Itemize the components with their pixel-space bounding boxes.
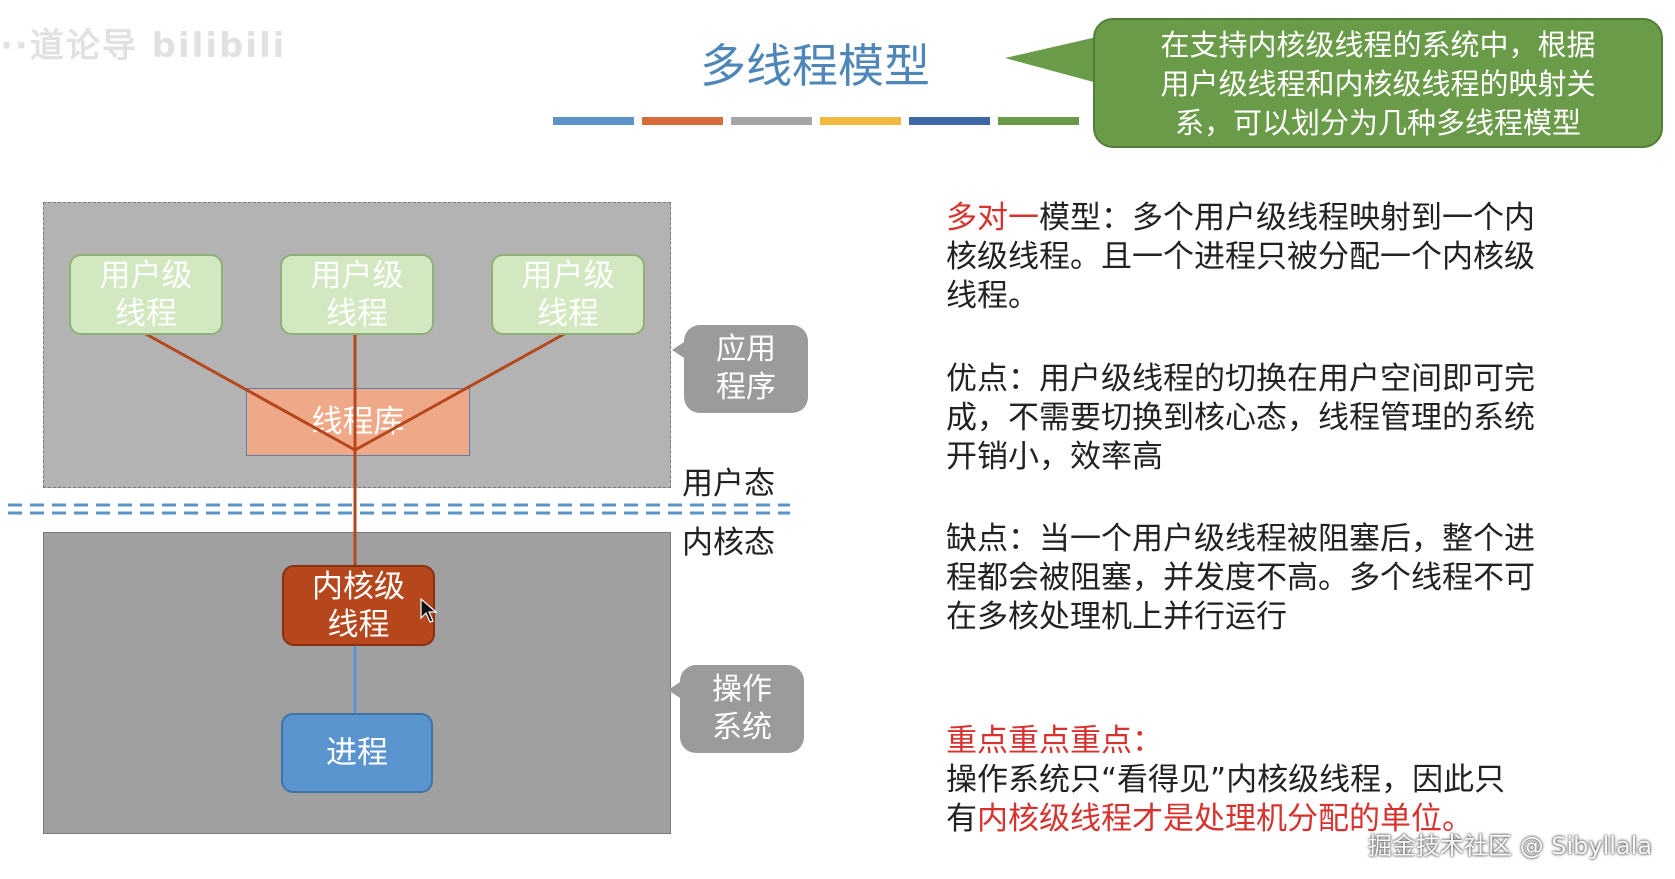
user-thread-label: 用户级 — [521, 257, 615, 294]
text-line: 在多核处理机上并行运行 — [946, 599, 1287, 635]
stripe-segment — [820, 117, 901, 125]
process-box: 进程 — [281, 713, 433, 793]
thread-library-box: 线程库 — [246, 388, 470, 456]
text-line: 缺点：当一个用户级线程被阻塞后，整个进 — [946, 521, 1535, 557]
tag-label: 应用 — [716, 332, 776, 367]
stripe-segment — [642, 117, 723, 125]
application-tag: 应用 程序 — [684, 325, 808, 413]
user-thread-label: 线程 — [326, 295, 388, 332]
key-point-paragraph: 重点重点重点： 操作系统只“看得见”内核级线程，因此只 有内核级线程才是处理机分… — [946, 722, 1596, 839]
user-thread-label: 用户级 — [310, 257, 404, 294]
stripe-segment — [731, 117, 812, 125]
pros-paragraph: 优点：用户级线程的切换在用户空间即可完 成，不需要切换到核心态，线程管理的系统 … — [946, 360, 1596, 477]
tag-label: 程序 — [716, 370, 776, 405]
stripe-segment — [553, 117, 634, 125]
user-thread-1: 用户级 线程 — [69, 254, 223, 335]
watermark-left: ··道论导 bilibili — [0, 26, 287, 66]
user-thread-3: 用户级 线程 — [491, 254, 645, 335]
model-desc-part: 模型：多个用户级线程映射到一个内 — [1039, 200, 1535, 236]
user-thread-label: 线程 — [537, 295, 599, 332]
key-highlight: 内核级线程才是处理机分配的单位。 — [977, 801, 1473, 837]
text-line: 有内核级线程才是处理机分配的单位。 — [946, 800, 1596, 839]
text-line: 优点：用户级线程的切换在用户空间即可完 — [946, 361, 1535, 397]
stripe-segment — [909, 117, 990, 125]
text-line: 操作系统只“看得见”内核级线程，因此只 — [946, 762, 1506, 798]
text-line: 多对一模型：多个用户级线程映射到一个内 — [946, 199, 1596, 238]
text-line: 开销小，效率高 — [946, 439, 1163, 475]
model-name: 多对一 — [946, 200, 1039, 236]
kernel-thread-box: 内核级 线程 — [282, 565, 435, 646]
user-mode-label: 用户态 — [682, 466, 775, 502]
stripe-segment — [998, 117, 1079, 125]
tag-label: 操作 — [712, 672, 772, 707]
key-prefix: 有 — [946, 801, 977, 837]
callout-line: 系，可以划分为几种多线程模型 — [1174, 106, 1581, 140]
callout-line: 在支持内核级线程的系统中，根据 — [1160, 28, 1596, 62]
slide-title: 多线程模型 — [700, 39, 930, 93]
user-thread-label: 用户级 — [99, 257, 193, 294]
model-description: 多对一模型：多个用户级线程映射到一个内 核级线程。且一个进程只被分配一个内核级 … — [946, 199, 1596, 316]
user-thread-2: 用户级 线程 — [280, 254, 434, 335]
callout-line: 用户级线程和内核级线程的映射关 — [1160, 67, 1596, 101]
thread-mapping-lines — [143, 331, 567, 714]
mode-divider — [8, 503, 790, 515]
os-tag: 操作 系统 — [680, 665, 804, 753]
callout-tail-icon — [1005, 36, 1101, 84]
kernel-thread-label: 内核级 — [312, 568, 405, 605]
watermark-bottom: 掘金技术社区 @ Sibyllala — [1368, 832, 1653, 860]
kernel-mode-label: 内核态 — [682, 525, 775, 561]
kernel-thread-label: 线程 — [327, 606, 390, 643]
user-thread-label: 线程 — [115, 295, 177, 332]
text-line: 成，不需要切换到核心态，线程管理的系统 — [946, 400, 1535, 436]
key-point-title: 重点重点重点： — [946, 723, 1163, 759]
text-line: 核级线程。且一个进程只被分配一个内核级 — [946, 239, 1535, 275]
title-color-stripe — [553, 117, 1083, 125]
tag-label: 系统 — [712, 710, 772, 745]
cons-paragraph: 缺点：当一个用户级线程被阻塞后，整个进 程都会被阻塞，并发度不高。多个线程不可 … — [946, 520, 1596, 637]
mouse-cursor-icon — [420, 598, 438, 623]
text-line: 线程。 — [946, 278, 1039, 314]
text-line: 程都会被阻塞，并发度不高。多个线程不可 — [946, 560, 1535, 596]
callout-bubble: 在支持内核级线程的系统中，根据 用户级线程和内核级线程的映射关 系，可以划分为几… — [1093, 18, 1663, 148]
